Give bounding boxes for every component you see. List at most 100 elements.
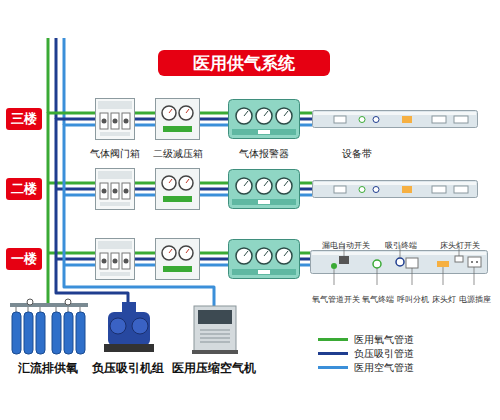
- callout-holder: 床头灯: [432, 287, 456, 306]
- suction-unit: [104, 344, 154, 352]
- device-node: 设备带: [312, 110, 478, 128]
- legend-text: 负压吸引管道: [354, 348, 414, 359]
- floor-pipes: [300, 182, 312, 185]
- device-label: 二级减压箱: [153, 148, 203, 160]
- label-holder: 设备带: [342, 142, 372, 161]
- legend-swatch: [318, 352, 348, 355]
- oxygen-manifold: [40, 307, 41, 312]
- pipe-line: [64, 125, 214, 298]
- oxygen-manifold: [64, 312, 73, 354]
- device-node: 气体阀门箱: [95, 98, 135, 140]
- callout-label: 床头灯: [432, 295, 456, 304]
- source-node: 医用压缩空气机: [169, 298, 259, 378]
- callout-label: 电源插座: [459, 295, 491, 304]
- oxygen-manifold: [36, 312, 45, 354]
- floor-tag: 二楼: [6, 178, 42, 200]
- floor3-devices: [96, 99, 135, 140]
- label-holder: 气体阀门箱: [65, 142, 165, 161]
- floor2-devices: [96, 169, 135, 210]
- suction-unit: [104, 298, 154, 352]
- label-holder: 汇流排供氧: [3, 357, 93, 376]
- floor-pipes: [300, 194, 312, 197]
- floor-pipes: [300, 258, 310, 261]
- oxygen-manifold: [10, 303, 88, 307]
- callout-label: 床头灯开关: [440, 241, 480, 250]
- oxygen-manifold: [52, 312, 61, 354]
- floor3-devices: [229, 100, 300, 139]
- equipment-belt-detail: [311, 251, 488, 274]
- floor-pipes: [200, 258, 228, 261]
- leader-lines: [334, 245, 474, 285]
- oxygen-manifold: [24, 312, 33, 354]
- floor3-devices: [96, 99, 478, 140]
- floor-pipes: [300, 252, 310, 255]
- air-compressor: [194, 306, 236, 352]
- equipment-belt-detail: [476, 261, 478, 263]
- floor3-devices: [156, 99, 200, 140]
- oxygen-manifold: [12, 312, 21, 354]
- source-node: 负压吸引机组: [89, 298, 167, 378]
- pipe-line: [135, 112, 155, 115]
- source-label: 负压吸引机组: [92, 361, 164, 375]
- source-label: 医用压缩空气机: [172, 361, 256, 375]
- floor-pipes: [200, 194, 228, 197]
- equipment-belt-detail: [455, 256, 463, 262]
- leader-lines: [474, 267, 475, 285]
- leader-lines: [377, 268, 378, 285]
- label-holder: 一楼: [6, 248, 42, 270]
- legend-swatch: [318, 366, 348, 369]
- equipment-belt-detail: [396, 258, 404, 266]
- legend-swatch: [318, 338, 348, 341]
- callout-label: 吸引终端: [385, 241, 417, 250]
- air-compressor: [200, 342, 230, 343]
- floor-pipes: [300, 264, 310, 267]
- equipment-belt-detail: [312, 252, 486, 255]
- callout-holder: 床头灯开关: [440, 233, 480, 252]
- suction-unit: [132, 318, 148, 334]
- callout-holder: 吸引终端: [385, 233, 417, 252]
- floor-pipes: [56, 188, 95, 191]
- pipe-line: [135, 118, 155, 121]
- equipment-belt-detail: [471, 261, 473, 263]
- legend-text: 医用空气管道: [354, 362, 414, 373]
- equipment-belt-detail: [468, 257, 481, 267]
- floor2-devices: [156, 169, 200, 210]
- device-label: 气体阀门箱: [90, 148, 140, 160]
- legend-text: 医用氧气管道: [354, 334, 414, 345]
- riser-stubs: [55, 38, 58, 119]
- leader-lines: [443, 267, 444, 285]
- floor-pipes: [135, 194, 155, 197]
- floor1-devices: [96, 239, 135, 280]
- equipment-belt-detail: [331, 263, 337, 269]
- equipment-belt-detail: [373, 260, 381, 268]
- floor2-devices: [229, 170, 300, 209]
- oxygen-manifold: [76, 312, 85, 354]
- label-holder: 二级减压箱: [125, 142, 230, 161]
- riser-stubs: [47, 38, 50, 113]
- oxygen-manifold: [10, 298, 88, 354]
- title-box: 医用供气系统: [158, 50, 330, 76]
- floor-pipes: [56, 258, 95, 261]
- title-text: 医用供气系统: [193, 53, 295, 73]
- leader-lines: [334, 269, 335, 285]
- callout-label: 漏电自动开关: [322, 241, 370, 250]
- device-node: 气体报警器: [228, 99, 300, 139]
- floor-pipes: [64, 264, 95, 267]
- oxygen-manifold: [16, 307, 17, 312]
- oxygen-manifold: [68, 307, 69, 312]
- pipe-line: [200, 124, 228, 127]
- source-node: 汇流排供氧: [3, 298, 93, 378]
- suction-unit: [108, 312, 150, 346]
- floor-pipes: [200, 264, 228, 267]
- pipe-line: [300, 124, 312, 127]
- air-compressor: [200, 338, 230, 339]
- label-holder: 三楼: [6, 108, 42, 130]
- legend-row: 负压吸引管道: [318, 348, 414, 359]
- legend-row: 医用空气管道: [318, 362, 414, 373]
- air-compressor: [192, 350, 238, 354]
- equipment-belt-detail: [437, 261, 449, 267]
- source-label: 汇流排供氧: [18, 361, 78, 375]
- device-label: 气体报警器: [239, 148, 289, 160]
- callout-holder: 氧气终端: [362, 287, 394, 306]
- callout-holder: 电源插座: [459, 287, 491, 306]
